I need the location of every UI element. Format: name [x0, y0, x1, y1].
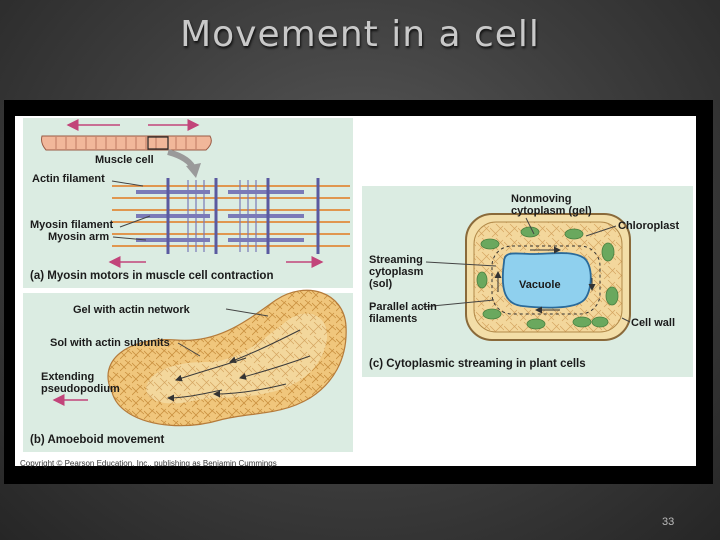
label-myosin-arm: Myosin arm: [48, 231, 110, 243]
label-extending-pseudopodium: Extending pseudopodium: [41, 371, 120, 395]
caption-panel-c: (c) Cytoplasmic streaming in plant cells: [369, 358, 586, 370]
caption-panel-b: (b) Amoeboid movement: [30, 434, 165, 446]
label-chloroplast: Chloroplast: [618, 220, 680, 232]
label-actin-filament: Actin filament: [32, 173, 105, 185]
copyright-notice: Copyright © Pearson Education, Inc., pub…: [20, 459, 277, 468]
slide-title: Movement in a cell: [180, 14, 540, 55]
slide-number: 33: [662, 516, 675, 528]
label-vacuole: Vacuole: [519, 279, 561, 291]
label-gel-actin-network: Gel with actin network: [73, 304, 190, 316]
label-cell-wall: Cell wall: [631, 317, 676, 329]
label-parallel-actin-filaments: Parallel actin filaments: [369, 301, 437, 325]
label-sol-actin-subunits: Sol with actin subunits: [50, 337, 170, 349]
label-myosin-filament: Myosin filament: [30, 219, 114, 231]
caption-panel-a: (a) Myosin motors in muscle cell contrac…: [30, 270, 274, 282]
label-muscle-cell: Muscle cell: [95, 154, 154, 166]
label-streaming-cytoplasm: Streaming cytoplasm (sol): [369, 254, 424, 290]
label-nonmoving-cytoplasm: Nonmoving cytoplasm (gel): [511, 193, 592, 217]
